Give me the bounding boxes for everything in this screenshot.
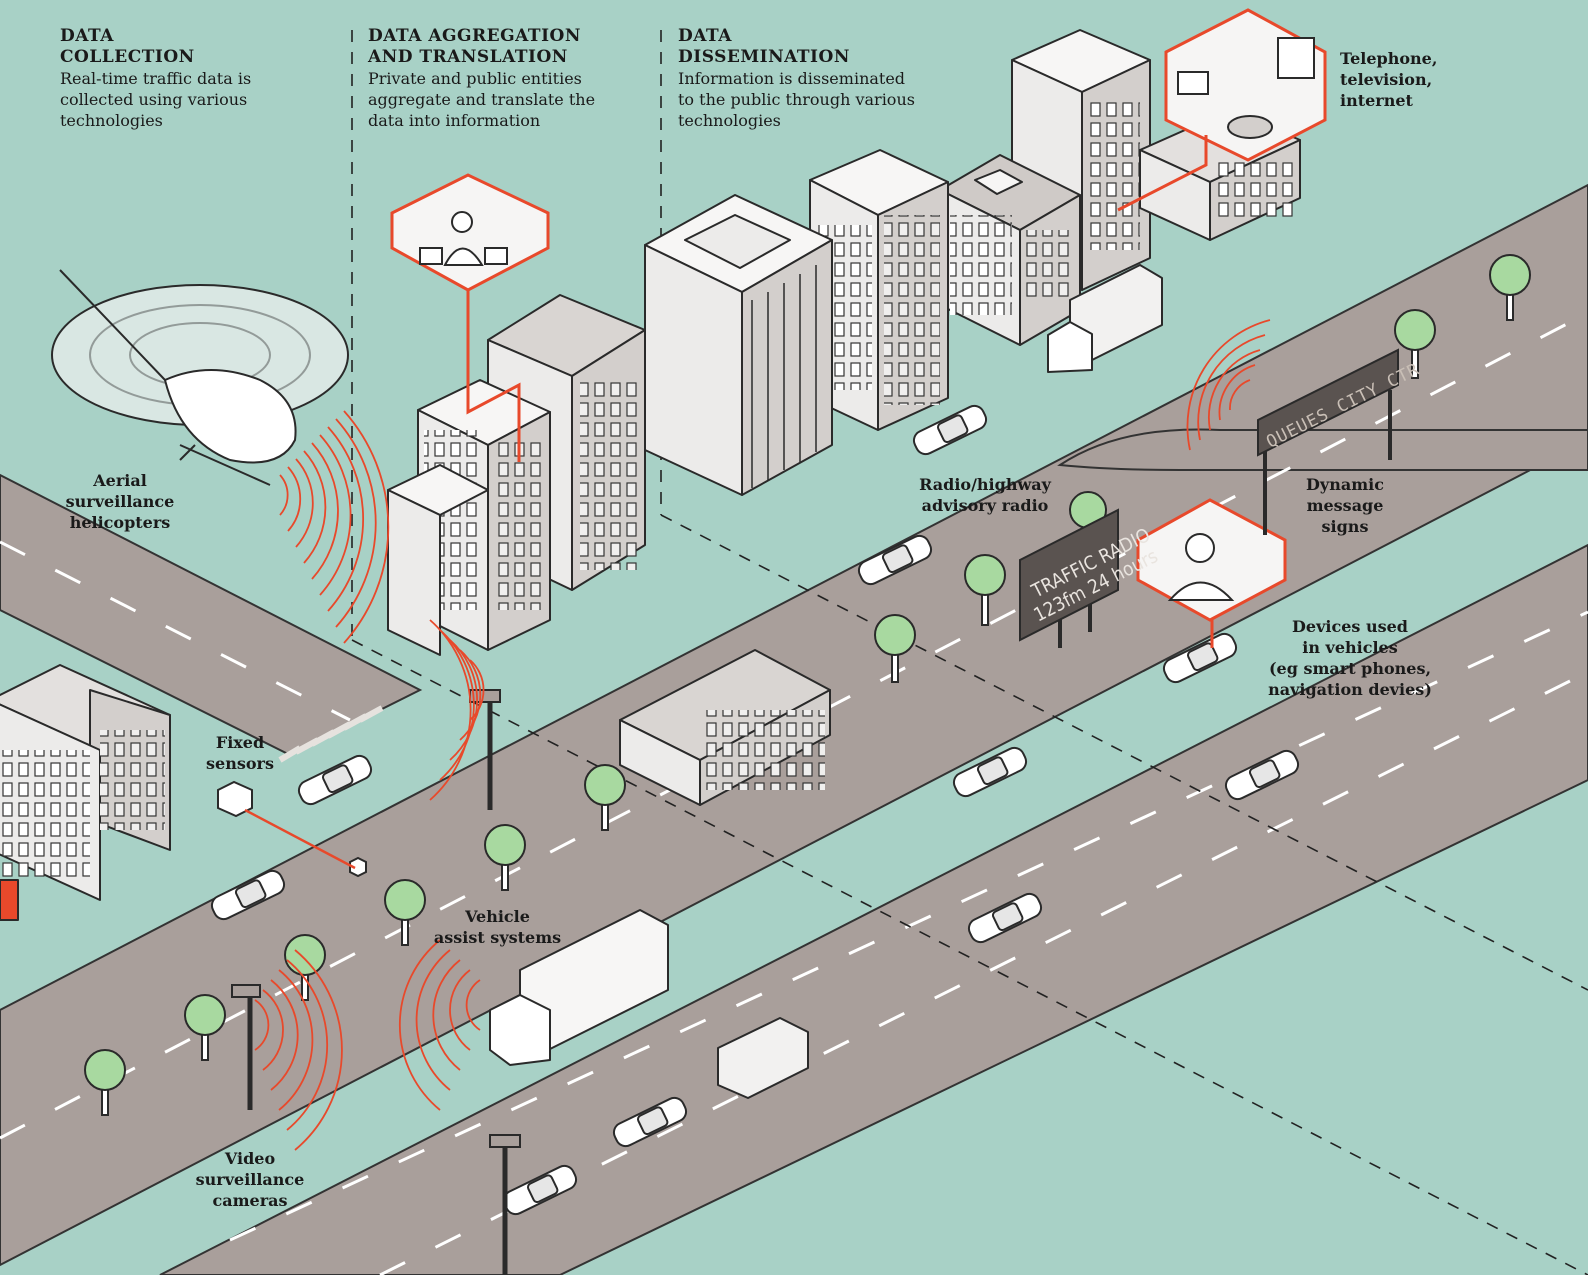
- tree: [484, 824, 526, 891]
- devices-line2: in vehicles: [1302, 638, 1398, 657]
- collection-desc-line3: technologies: [60, 111, 163, 130]
- collection-title-line2: COLLECTION: [60, 47, 195, 67]
- tree: [384, 879, 426, 946]
- car: [210, 869, 286, 921]
- home-vignette: [1117, 8, 1327, 212]
- aggregation-tower: [387, 379, 551, 656]
- video-line1: Video: [224, 1149, 276, 1168]
- vehicle-assist-label: Vehicle assist systems: [425, 906, 570, 948]
- aerial-helicopters-label: Aerial surveillance helicopters: [40, 470, 200, 533]
- tree: [184, 994, 226, 1061]
- traffic-radio-billboard: [1019, 508, 1119, 648]
- dms-line3: signs: [1321, 517, 1369, 536]
- sensor-box: [349, 856, 367, 878]
- dissemination-column: DATA DISSEMINATION Information is dissem…: [678, 26, 968, 131]
- collection-desc-line1: Real-time traffic data is: [60, 69, 252, 88]
- aggregation-title-line1: DATA AGGREGATION: [368, 26, 581, 46]
- aerial-line3: helicopters: [69, 513, 171, 532]
- telephone-line1: Telephone,: [1340, 49, 1438, 68]
- collection-desc-line2: collected using various: [60, 90, 248, 109]
- semi-truck: [489, 909, 669, 1066]
- aggregation-desc-line3: data into information: [368, 111, 541, 130]
- aggregation-column: DATA AGGREGATION AND TRANSLATION Private…: [368, 26, 648, 131]
- aggregation-desc-line1: Private and public entities: [368, 69, 582, 88]
- dissemination-title-line1: DATA: [678, 26, 732, 46]
- devices-line1: Devices used: [1292, 617, 1408, 636]
- tree: [874, 614, 916, 683]
- tree: [964, 554, 1006, 626]
- vehicle-assist-line2: assist systems: [433, 928, 562, 947]
- in-vehicle-devices-label: Devices used in vehicles (eg smart phone…: [1255, 616, 1445, 700]
- car: [967, 892, 1043, 944]
- dissemination-title-line2: DISSEMINATION: [678, 47, 850, 67]
- low-wide-building: [619, 649, 831, 806]
- dynamic-message-sign: [1257, 348, 1399, 535]
- car: [502, 1164, 578, 1216]
- aggregation-desc-line2: aggregate and translate the: [368, 90, 596, 109]
- radio-line1: Radio/highway: [919, 475, 1051, 494]
- collection-title-line1: DATA: [60, 26, 114, 46]
- box-truck: [717, 1017, 809, 1099]
- fixed-line1: Fixed: [215, 733, 265, 752]
- tree: [1394, 309, 1436, 379]
- telephone-line2: television,: [1340, 70, 1433, 89]
- dms-line1: Dynamic: [1306, 475, 1384, 494]
- fixed-line2: sensors: [206, 754, 274, 773]
- dissemination-desc-line2: to the public through various: [678, 90, 915, 109]
- dynamic-message-signs-label: Dynamic message signs: [1285, 474, 1405, 537]
- pyramid-roof-building: [939, 154, 1081, 346]
- tree: [584, 764, 626, 831]
- car: [612, 1096, 688, 1148]
- car: [1162, 632, 1238, 684]
- left-corner-building: [0, 664, 171, 921]
- devices: [217, 689, 521, 1275]
- tree: [1489, 254, 1531, 321]
- aggregation-title-line2: AND TRANSLATION: [368, 47, 568, 67]
- tree: [84, 1049, 126, 1116]
- aerial-line2: surveillance: [65, 492, 175, 511]
- car: [952, 746, 1028, 798]
- vignettes: [390, 8, 1327, 648]
- dissemination-desc-line3: technologies: [678, 111, 781, 130]
- car: [297, 754, 373, 806]
- glass-tower: [644, 194, 833, 496]
- video-line2: surveillance: [195, 1170, 305, 1189]
- buildings: [0, 29, 1301, 921]
- vehicle-assist-line1: Vehicle: [465, 907, 530, 926]
- radio-advisory-label: Radio/highway advisory radio: [900, 474, 1070, 516]
- dms-line2: message: [1306, 496, 1384, 515]
- signal-waves: [254, 319, 1271, 1151]
- devices-line4: navigation devies): [1268, 680, 1432, 699]
- lower-avenue: [159, 543, 1588, 1275]
- driver-vignette: [1136, 498, 1287, 648]
- operator-vignette: [390, 173, 550, 462]
- radio-line2: advisory radio: [921, 496, 1049, 515]
- car: [857, 534, 933, 586]
- video-cameras-label: Video surveillance cameras: [180, 1148, 320, 1211]
- car: [912, 404, 988, 456]
- telephone-line3: internet: [1340, 91, 1413, 110]
- sensor-box: [217, 780, 253, 818]
- vehicles: [210, 264, 1300, 1216]
- box-truck: [1047, 264, 1163, 373]
- car: [1224, 749, 1300, 801]
- video-line3: cameras: [212, 1191, 288, 1210]
- helicopter: [51, 269, 349, 486]
- dissemination-desc-line1: Information is disseminated: [678, 69, 906, 88]
- fixed-sensors-label: Fixed sensors: [195, 732, 285, 774]
- telephone-tv-internet-label: Telephone, television, internet: [1340, 48, 1460, 111]
- collection-column: DATA COLLECTION Real-time traffic data i…: [60, 26, 330, 131]
- devices-line3: (eg smart phones,: [1268, 659, 1432, 678]
- aerial-line1: Aerial: [93, 471, 147, 490]
